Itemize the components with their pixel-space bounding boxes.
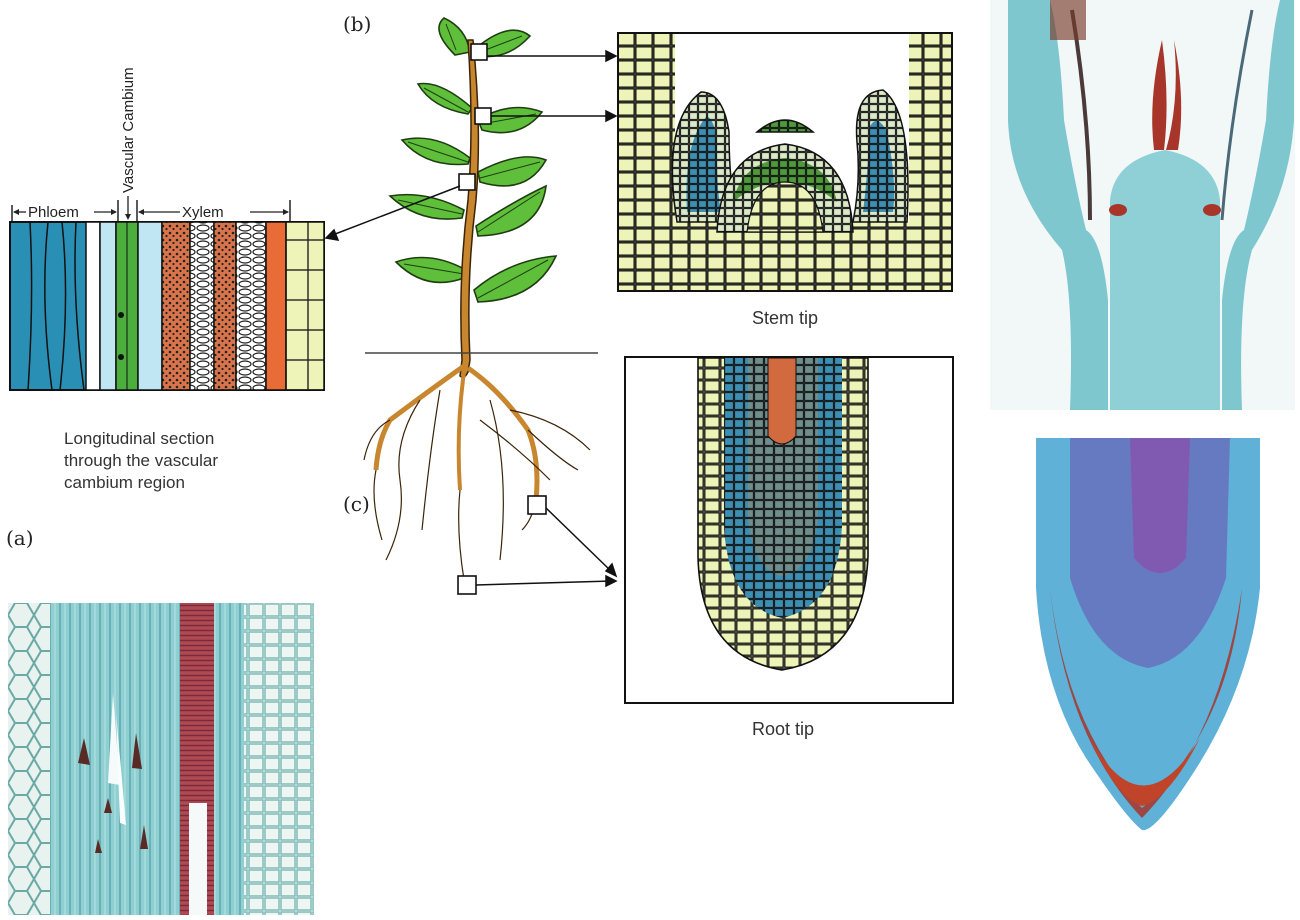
stem-tip-micrograph bbox=[990, 0, 1295, 410]
stem-tip-label: Stem tip bbox=[752, 308, 818, 329]
section-body bbox=[10, 222, 324, 390]
plant-diagram bbox=[360, 0, 620, 600]
vascular-cambium-label: Vascular Cambium bbox=[120, 67, 137, 193]
caption-line-3: cambium region bbox=[64, 472, 304, 494]
phloem-label: Phloem bbox=[28, 204, 79, 221]
xylem-label: Xylem bbox=[182, 204, 224, 221]
root-tip-micrograph bbox=[1030, 438, 1265, 833]
root-tip-diagram bbox=[624, 356, 954, 704]
caption-line-2: through the vascular bbox=[64, 450, 304, 472]
panel-label-a: (a) bbox=[6, 526, 34, 550]
stem-tip-diagram bbox=[617, 32, 953, 292]
vascular-micrograph bbox=[8, 603, 314, 915]
plant-roots bbox=[364, 366, 590, 580]
vascular-diagram: Phloem Xylem Vascular Cambium bbox=[0, 0, 330, 410]
caption-line-1: Longitudinal section bbox=[64, 428, 304, 450]
vascular-caption: Longitudinal section through the vascula… bbox=[64, 428, 304, 494]
root-tip-label: Root tip bbox=[752, 719, 814, 740]
